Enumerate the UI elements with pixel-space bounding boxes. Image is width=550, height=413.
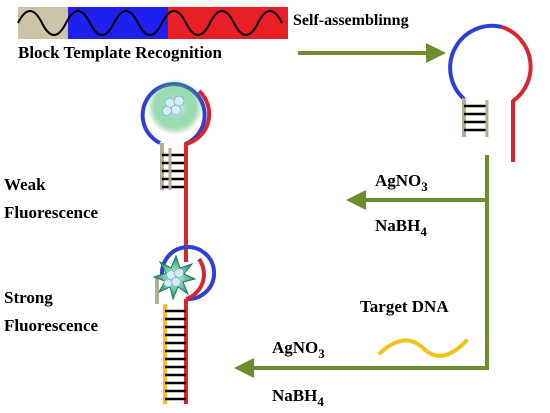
weak-hairpin-silver-cluster bbox=[140, 79, 212, 262]
nabh4-label-weak: NaBH4 bbox=[375, 216, 427, 239]
strong-fluorescence-label: Fluorescence bbox=[4, 316, 99, 335]
reaction-arrows bbox=[234, 155, 489, 378]
strong-duplex-silver-cluster bbox=[152, 245, 217, 404]
weak-fluorescence-label: Fluorescence bbox=[4, 203, 99, 222]
target-dna-strand bbox=[378, 338, 468, 358]
agno3-label-strong: AgNO3 bbox=[272, 338, 325, 361]
block-sine-wave bbox=[17, 10, 283, 36]
block-template-bar bbox=[17, 7, 288, 39]
strong-base-pairs bbox=[165, 309, 186, 401]
target-dna-label: Target DNA bbox=[360, 297, 449, 316]
block-segment-blue bbox=[68, 7, 168, 39]
block-template-recognition-label: Block Template Recognition bbox=[18, 43, 223, 62]
hairpin-base-pairs bbox=[464, 104, 486, 132]
self-assembling-label: Self-assemblinng bbox=[293, 12, 409, 29]
agno3-label-weak: AgNO3 bbox=[375, 171, 428, 194]
silver-cluster-strong bbox=[163, 268, 184, 288]
weak-loop-red bbox=[185, 89, 212, 146]
hairpin-loop-blue bbox=[448, 23, 503, 101]
weak-label: Weak bbox=[4, 175, 46, 194]
nabh4-label-strong: NaBH4 bbox=[272, 386, 324, 409]
weak-base-pairs bbox=[162, 153, 184, 189]
strong-label: Strong bbox=[4, 288, 53, 307]
strong-loop-blue bbox=[160, 245, 217, 302]
strong-loop-red bbox=[185, 257, 206, 301]
silver-cluster-weak bbox=[162, 95, 185, 116]
hairpin-probe bbox=[448, 23, 533, 162]
hairpin-loop-red bbox=[501, 25, 533, 103]
